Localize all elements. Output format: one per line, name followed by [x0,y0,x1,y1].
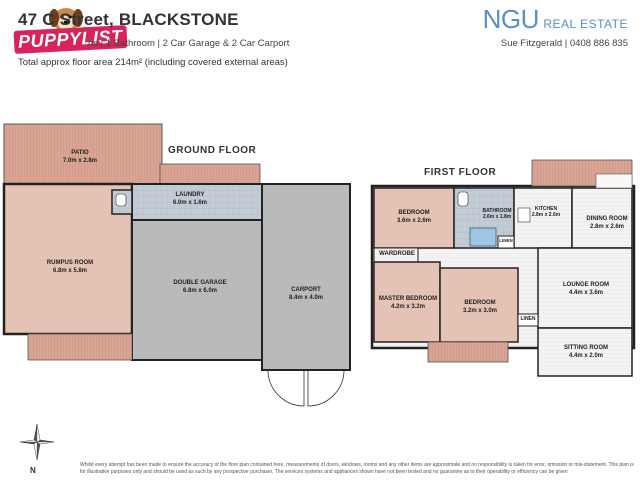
laundry-name: LAUNDRY [175,192,205,198]
linen1-label: LINEN [499,238,513,243]
carport-name: CARPORT [291,287,321,293]
gate-right [307,369,345,407]
rumpus-label: RUMPUS ROOM 6.8m x 5.8m [30,260,110,275]
compass-north-label: N [30,466,36,475]
double-garage [131,219,263,361]
carport-size: 8.4m x 4.0m [288,294,324,301]
rumpus-size: 6.8m x 5.8m [52,267,88,274]
laundry-size: 6.0m x 1.6m [172,199,208,206]
linen-closet-2 [517,313,539,327]
kitchen-name: KITCHEN [534,206,558,212]
agency-brand: NGU REAL ESTATE [483,4,628,35]
rear-deck [27,333,133,361]
wardrobe-label: WARDROBE [379,251,415,257]
disclaimer-text: Whilst every attempt has been made to en… [80,462,634,475]
garage-size: 6.8m x 6.0m [182,287,218,294]
bathroom-label: BATHROOM 2.6m x 1.8m [476,208,518,221]
rumpus-name: RUMPUS ROOM [46,260,94,266]
master-bedroom [373,261,441,343]
stove-icon [517,207,531,223]
kitchen-label: KITCHEN 2.8m x 2.6m [526,206,566,219]
agent-contact: Sue Fitzgerald | 0408 886 835 [500,38,628,49]
carport-label: CARPORT 8.4m x 4.0m [276,287,336,302]
laundry-label: LAUNDRY 6.0m x 1.6m [160,192,220,207]
bathroom-name: BATHROOM [482,208,512,214]
ground-toilet-icon [115,193,127,207]
lounge-name: LOUNGE ROOM [563,282,609,288]
bedroom2-size: 3.2m x 3.0m [462,307,498,314]
garage-name: DOUBLE GARAGE [173,280,227,286]
patio-label: PATIO 7.0m x 2.8m [40,150,120,165]
bedroom1-name: BEDROOM [398,210,430,216]
first-floor-label: FIRST FLOOR [424,167,497,178]
lounge-room [537,247,633,329]
bedroom-2 [439,267,519,343]
stairs-icon [595,173,633,189]
patio-step [159,163,261,185]
master-size: 4.2m x 3.2m [390,303,426,310]
bedroom-1 [373,187,455,249]
puppylist-logo: PUPPYLIST [6,4,146,56]
floor-plan [2,123,636,407]
kitchen-size: 2.8m x 2.6m [531,212,561,219]
compass-icon [19,423,55,461]
lounge-size: 4.4m x 3.6m [568,289,604,296]
ground-floor-label: GROUND FLOOR [168,145,257,156]
sitting-label: SITTING ROOM 4.4m x 2.0m [556,345,616,360]
shower-icon [469,227,497,247]
gate-left [267,369,305,407]
dining-label: DINING ROOM 2.8m x 2.6m [582,216,632,231]
patio-area [3,123,163,185]
patio-name: PATIO [71,150,89,156]
property-subtitle: ns | 1 Bathroom | 2 Car Garage & 2 Car C… [88,38,290,49]
linen2-label: LINEN [520,316,536,322]
floor-area-text: Total approx floor area 214m² (including… [18,57,288,68]
property-title: 47 C Street, BLACKSTONE [18,10,239,29]
brand-main: NGU [482,4,540,34]
front-deck [427,341,509,363]
bathroom-size: 2.6m x 1.8m [482,214,512,221]
dining-size: 2.8m x 2.6m [589,223,625,230]
dog-icon [49,8,83,32]
sitting-size: 4.4m x 2.0m [568,352,604,359]
toilet-icon [457,191,469,207]
master-label: MASTER BEDROOM 4.2m x 3.2m [376,296,440,311]
bedroom2-label: BEDROOM 3.2m x 3.0m [450,300,510,315]
linen-closet-1 [497,235,515,249]
bedroom2-name: BEDROOM [464,300,496,306]
bedroom1-label: BEDROOM 3.6m x 2.6m [384,210,444,225]
master-name: MASTER BEDROOM [378,296,438,302]
garage-label: DOUBLE GARAGE 6.8m x 6.0m [160,280,240,295]
brand-sub: REAL ESTATE [543,17,628,31]
sitting-name: SITTING ROOM [564,345,608,351]
dining-name: DINING ROOM [586,216,628,222]
lounge-label: LOUNGE ROOM 4.4m x 3.6m [556,282,616,297]
bedroom1-size: 3.6m x 2.6m [396,217,432,224]
patio-size: 7.0m x 2.8m [62,157,98,164]
carport [261,183,351,371]
sitting-room [537,327,633,377]
